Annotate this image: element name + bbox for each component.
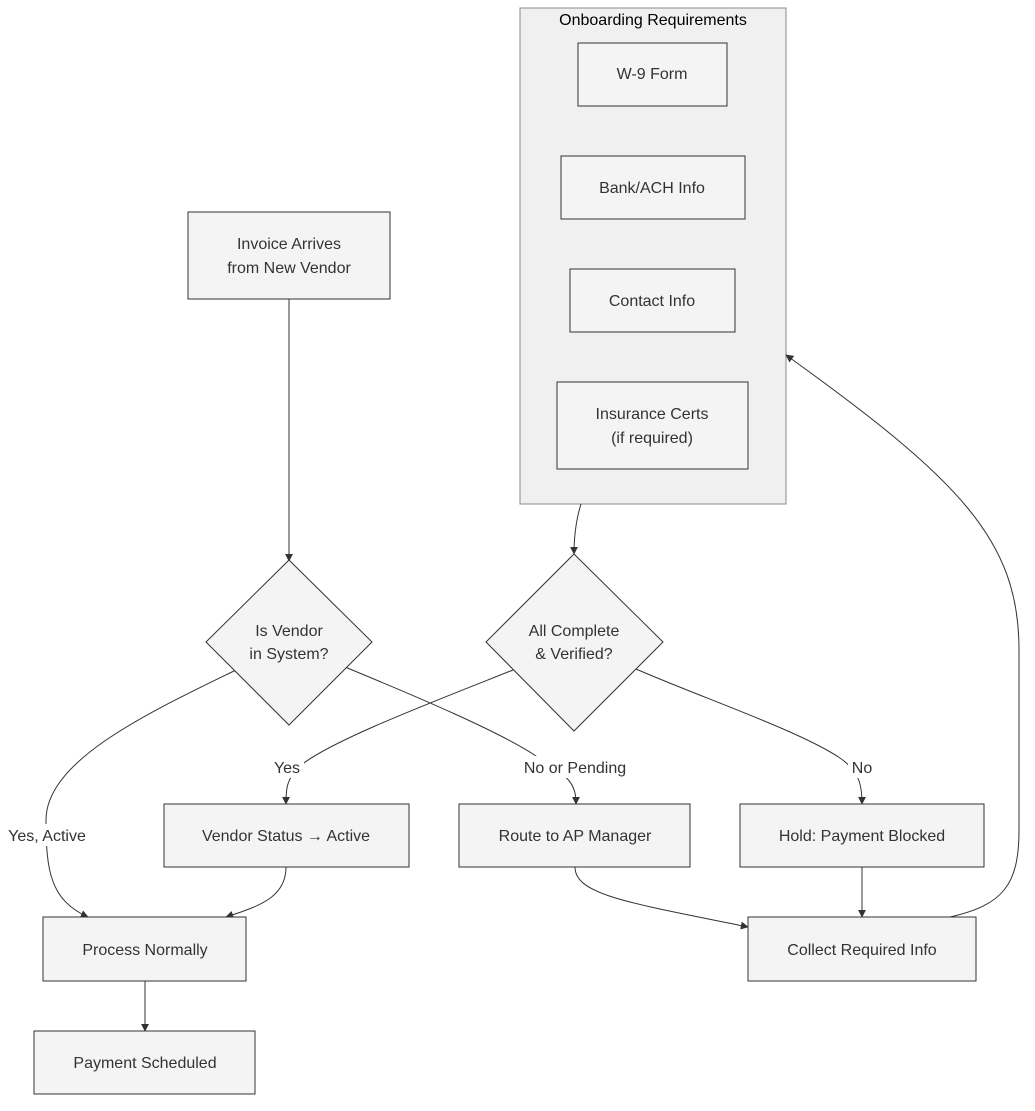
node-invoice-label-line1: Invoice Arrives bbox=[237, 236, 341, 253]
edge-cluster-to-complete-check bbox=[570, 503, 582, 555]
edge-complete-check-yes bbox=[282, 669, 514, 805]
edge-vendor-check-yes-active bbox=[45, 669, 237, 918]
edge-labels: Yes, Active Yes No or Pending No bbox=[5, 756, 876, 846]
edge-route-ap-to-collect bbox=[574, 866, 749, 930]
node-vendor-status-active: Vendor Status → Active bbox=[163, 803, 410, 868]
node-complete-check-line1: All Complete bbox=[529, 623, 620, 640]
node-vendor-check-line2: in System? bbox=[249, 646, 328, 663]
edge-label-no-or-pending: No or Pending bbox=[524, 760, 626, 777]
node-contact-label: Contact Info bbox=[609, 293, 695, 310]
edge-complete-check-no bbox=[635, 668, 866, 805]
edge-label-no: No bbox=[852, 760, 873, 777]
node-collect-label: Collect Required Info bbox=[787, 942, 937, 959]
edge-status-active-to-process bbox=[225, 866, 287, 919]
edges bbox=[45, 299, 1020, 1032]
node-process-label: Process Normally bbox=[82, 942, 207, 959]
node-insurance-certs: Insurance Certs (if required) bbox=[556, 381, 749, 470]
node-invoice-label-line2: from New Vendor bbox=[227, 260, 351, 277]
node-complete-check-line2: & Verified? bbox=[535, 646, 612, 663]
node-route-to-ap-manager: Route to AP Manager bbox=[458, 803, 691, 868]
node-insurance-label-line1: Insurance Certs bbox=[596, 406, 709, 423]
edge-collect-to-cluster bbox=[785, 354, 1020, 918]
cluster-title: Onboarding Requirements bbox=[559, 12, 747, 29]
edge-label-yes: Yes bbox=[274, 760, 300, 777]
node-all-complete-decision: All Complete & Verified? bbox=[485, 553, 664, 732]
node-bank-label: Bank/ACH Info bbox=[599, 180, 705, 197]
node-hold-label: Hold: Payment Blocked bbox=[779, 828, 945, 845]
node-hold-payment-blocked: Hold: Payment Blocked bbox=[739, 803, 985, 868]
node-route-ap-label: Route to AP Manager bbox=[499, 828, 652, 845]
edge-vendor-check-no-pending bbox=[344, 666, 580, 805]
node-contact-info: Contact Info bbox=[569, 268, 736, 333]
node-w9-form: W-9 Form bbox=[577, 42, 728, 107]
node-process-normally: Process Normally bbox=[42, 916, 247, 982]
node-status-active-label: Vendor Status → Active bbox=[202, 828, 370, 845]
node-insurance-label-line2: (if required) bbox=[611, 430, 693, 447]
node-vendor-check-line1: Is Vendor bbox=[255, 623, 323, 640]
node-payment-label: Payment Scheduled bbox=[73, 1055, 216, 1072]
node-bank-ach: Bank/ACH Info bbox=[560, 155, 746, 220]
node-collect-required-info: Collect Required Info bbox=[747, 916, 977, 982]
node-invoice-arrives: Invoice Arrives from New Vendor bbox=[187, 211, 391, 300]
node-w9-label: W-9 Form bbox=[617, 66, 688, 83]
edge-label-yes-active: Yes, Active bbox=[8, 828, 86, 845]
node-vendor-in-system-decision: Is Vendor in System? bbox=[205, 559, 373, 726]
node-payment-scheduled: Payment Scheduled bbox=[33, 1030, 256, 1095]
